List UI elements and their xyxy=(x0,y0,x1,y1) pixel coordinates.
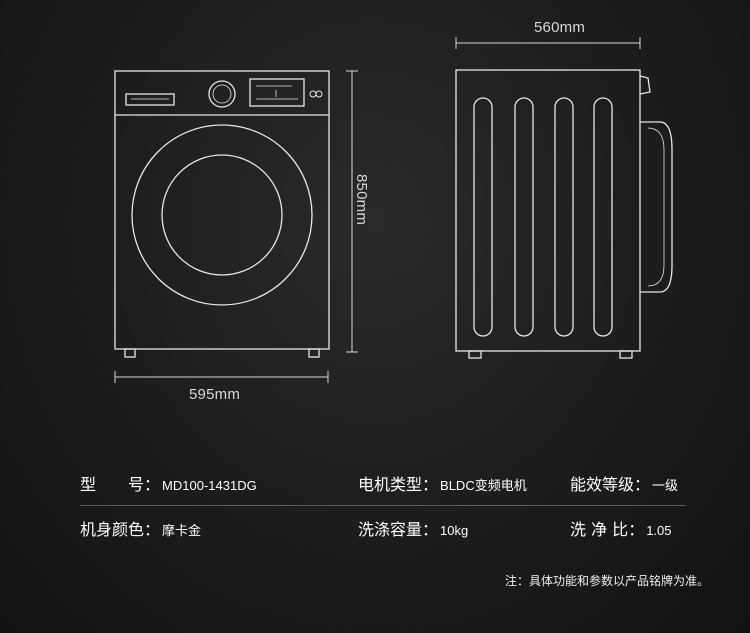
side-rib-3 xyxy=(554,97,574,337)
separator: ： xyxy=(144,475,161,494)
display-panel xyxy=(249,78,305,107)
side-right-foot xyxy=(619,350,633,359)
detergent-drawer xyxy=(125,93,175,106)
side-knob-profile xyxy=(639,75,651,95)
front-body-outline xyxy=(114,70,330,350)
footnote: 注：具体功能和参数以产品铭牌为准。 xyxy=(504,574,709,588)
spec-label: 能效等级 xyxy=(570,475,635,494)
spec-value: 10kg xyxy=(440,523,469,538)
spec-value: 1.05 xyxy=(646,523,672,538)
door-outer-ring xyxy=(131,124,313,306)
height-dimension-label: 850mm xyxy=(353,174,370,226)
side-rib-4 xyxy=(593,97,613,337)
side-left-foot xyxy=(468,350,482,359)
infinity-logo-icon xyxy=(309,90,323,98)
spec-value: BLDC变频电机 xyxy=(440,478,527,493)
front-right-foot xyxy=(308,348,320,358)
front-view-drawing xyxy=(114,70,330,358)
separator: ： xyxy=(422,475,439,494)
side-rib-1 xyxy=(473,97,493,337)
side-body-outline xyxy=(455,69,641,352)
spec-color: 机身颜色：摩卡金 xyxy=(80,516,201,540)
spec-value: MD100-1431DG xyxy=(162,478,257,493)
spec-label: 机身颜色 xyxy=(80,520,145,539)
dimension-lines xyxy=(114,37,641,383)
spec-value: 一级 xyxy=(652,478,679,493)
width-dimension-label: 595mm xyxy=(189,386,241,403)
spec-label: 电机类型 xyxy=(358,475,423,494)
spec-label: 洗涤容量 xyxy=(358,520,423,539)
front-left-foot xyxy=(124,348,136,358)
side-view-drawing xyxy=(455,69,673,359)
spec-label: 洗 净 比 xyxy=(570,520,629,539)
separator: ： xyxy=(634,475,651,494)
spec-motor-type: 电机类型：BLDC变频电机 xyxy=(358,471,527,495)
door-glass xyxy=(161,154,283,276)
separator: ： xyxy=(144,520,161,539)
separator: ： xyxy=(628,520,645,539)
spec-efficiency: 能效等级：一级 xyxy=(570,471,678,495)
spec-model: 型 号：MD100-1431DG xyxy=(80,471,257,495)
depth-dimension-label: 560mm xyxy=(534,19,586,36)
spec-label: 型 号 xyxy=(80,475,145,494)
spec-value: 摩卡金 xyxy=(162,523,202,538)
side-door-profile xyxy=(640,121,673,293)
side-rib-2 xyxy=(514,97,534,337)
spec-wash-ratio: 洗 净 比：1.05 xyxy=(570,516,672,540)
program-knob xyxy=(208,80,236,108)
spec-divider xyxy=(80,505,686,506)
spec-capacity: 洗涤容量：10kg xyxy=(358,516,468,540)
separator: ： xyxy=(422,520,439,539)
